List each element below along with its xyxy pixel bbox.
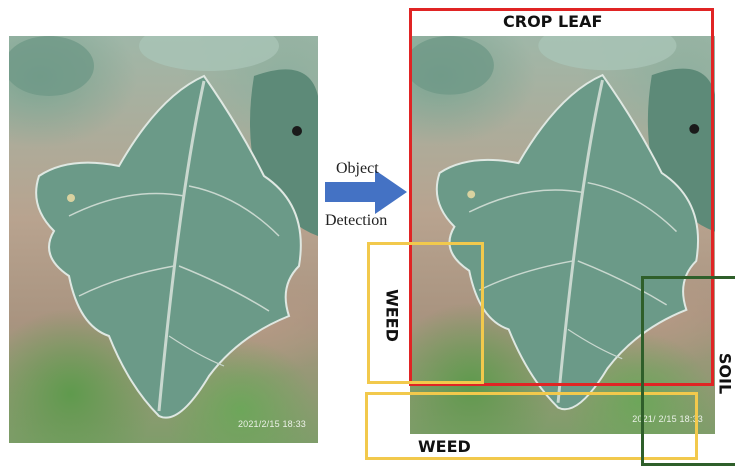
- original-photo: 2021/2/15 18:33: [9, 36, 318, 443]
- photo-timestamp: 2021/2/15 18:33: [238, 419, 306, 429]
- crop-leaf-label: CROP LEAF: [503, 12, 602, 31]
- arrow-label-detection: Detection: [325, 212, 387, 230]
- weed-label-vertical: WEED: [383, 286, 402, 346]
- weed-label-bottom: WEED: [418, 437, 471, 456]
- soil-label-vertical: SOIL: [716, 349, 735, 399]
- arrow-label-object: Object: [336, 160, 379, 178]
- leaf-illustration: [9, 36, 318, 443]
